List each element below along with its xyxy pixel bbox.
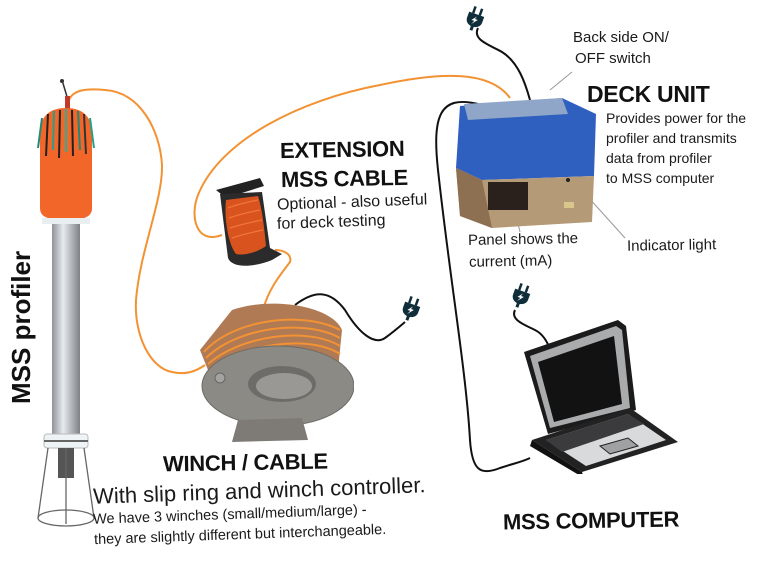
winch-title: WINCH / CABLE xyxy=(162,448,328,477)
panel-note-line1: Panel shows the xyxy=(467,230,579,249)
switch-note-line1: Back side ON/ xyxy=(573,29,669,46)
deck-unit-desc-line4: to MSS computer xyxy=(606,170,715,186)
power-plug-icon xyxy=(512,283,531,308)
profiler-to-winch-cable xyxy=(67,88,206,375)
laptop-image xyxy=(524,320,678,474)
extension-cable-desc-line2: for deck testing xyxy=(276,212,386,233)
deck-unit-title: DECK UNIT xyxy=(587,81,710,107)
deck-power-cord xyxy=(475,27,531,101)
deck-unit-desc-line3: data from profiler xyxy=(606,150,712,166)
deck-unit-desc-line2: profiler and transmits xyxy=(606,130,737,146)
power-plug-icon xyxy=(466,6,485,31)
winch-to-extension-cable xyxy=(262,249,292,311)
extension-to-deck-cable xyxy=(193,74,511,238)
profiler-title: MSS profiler xyxy=(6,250,36,404)
extension-cable-title-line1: EXTENSION xyxy=(279,135,405,164)
switch-leader-line xyxy=(549,71,573,91)
winch-power-cord xyxy=(294,293,406,342)
power-plug-icon xyxy=(402,296,421,321)
deck-unit-desc-line1: Provides power for the xyxy=(606,110,747,126)
indicator-note: Indicator light xyxy=(626,236,717,255)
deck-unit-image xyxy=(456,98,596,228)
extension-reel-image xyxy=(216,178,282,266)
extension-cable-title-line2: MSS CABLE xyxy=(280,164,409,193)
switch-note-line2: OFF switch xyxy=(575,50,651,67)
panel-note-line2: current (mA) xyxy=(468,252,553,271)
computer-title: MSS COMPUTER xyxy=(502,506,680,535)
deck-to-computer-cable xyxy=(435,101,531,473)
profiler-image xyxy=(37,79,95,527)
winch-image xyxy=(200,303,354,442)
